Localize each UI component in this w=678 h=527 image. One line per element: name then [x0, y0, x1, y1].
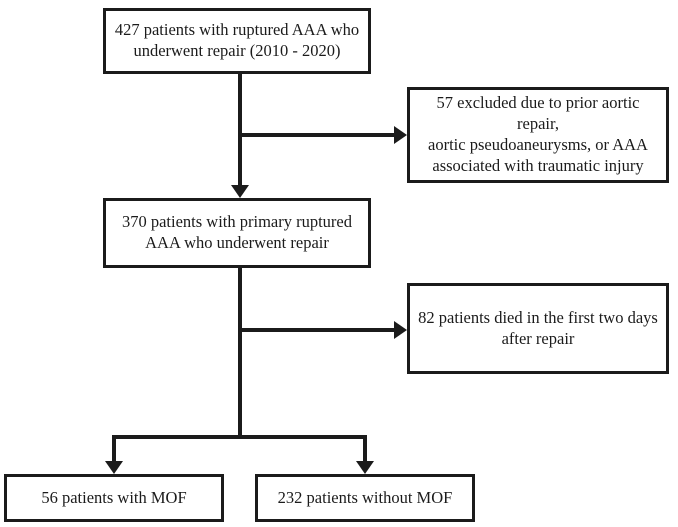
box-with-mof-text: 56 patients with MOF [41, 487, 187, 507]
arrowhead-down-icon [105, 461, 123, 474]
box-primary-text: 370 patients with primary ruptured AAA w… [121, 212, 353, 252]
arrowhead-down-icon [231, 185, 249, 198]
connector-to-died [238, 328, 395, 332]
connector-to-excluded [238, 133, 395, 137]
box-died-text: 82 patients died in the first two days a… [418, 307, 658, 348]
arrowhead-right-icon [394, 126, 407, 144]
arrowhead-down-icon [356, 461, 374, 474]
box-enrolled-patients: 427 patients with ruptured AAA who under… [103, 8, 371, 74]
box-primary-repair-patients: 370 patients with primary ruptured AAA w… [103, 198, 371, 268]
box-excluded-text: 57 excluded due to prior aortic repair, … [428, 93, 648, 175]
connector-split-bar [112, 435, 367, 439]
connector-enrolled-to-primary [238, 74, 242, 187]
box-excluded-patients: 57 excluded due to prior aortic repair, … [407, 87, 669, 183]
connector-to-without-mof [363, 435, 367, 462]
box-without-mof: 232 patients without MOF [255, 474, 475, 522]
connector-primary-to-split [238, 268, 242, 439]
connector-to-with-mof [112, 435, 116, 462]
box-without-mof-text: 232 patients without MOF [277, 487, 453, 507]
box-with-mof: 56 patients with MOF [4, 474, 224, 522]
arrowhead-right-icon [394, 321, 407, 339]
box-early-death-patients: 82 patients died in the first two days a… [407, 283, 669, 374]
box-enrolled-text: 427 patients with ruptured AAA who under… [114, 20, 360, 60]
